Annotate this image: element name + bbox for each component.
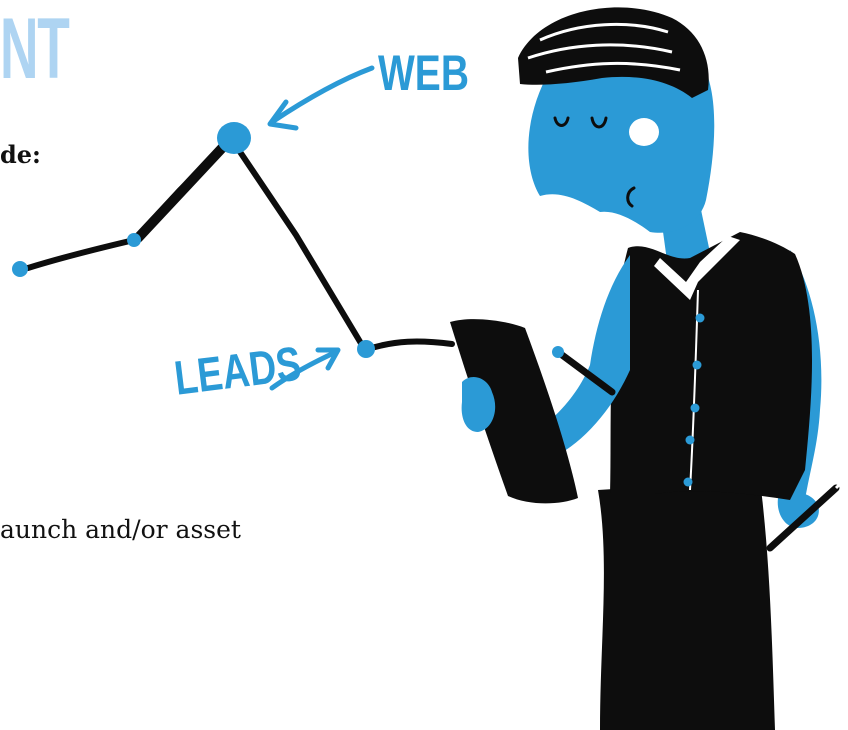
trend-line	[12, 122, 455, 358]
trend-point-2	[127, 233, 141, 247]
pen-icon	[766, 484, 840, 552]
trend-point-leads	[357, 340, 375, 358]
web-label: WEB	[378, 45, 469, 101]
section-subheading: de:	[0, 140, 41, 169]
page-title: NT	[0, 1, 70, 97]
businessman-figure	[450, 7, 844, 730]
stylus-icon	[554, 348, 616, 396]
tablet-icon	[450, 319, 578, 504]
web-arrow-icon	[267, 65, 375, 131]
trend-point-web	[217, 122, 251, 154]
trend-point-1	[12, 261, 28, 277]
leads-arrow-icon	[269, 347, 341, 391]
body-text: aunch and/or asset	[0, 515, 241, 544]
